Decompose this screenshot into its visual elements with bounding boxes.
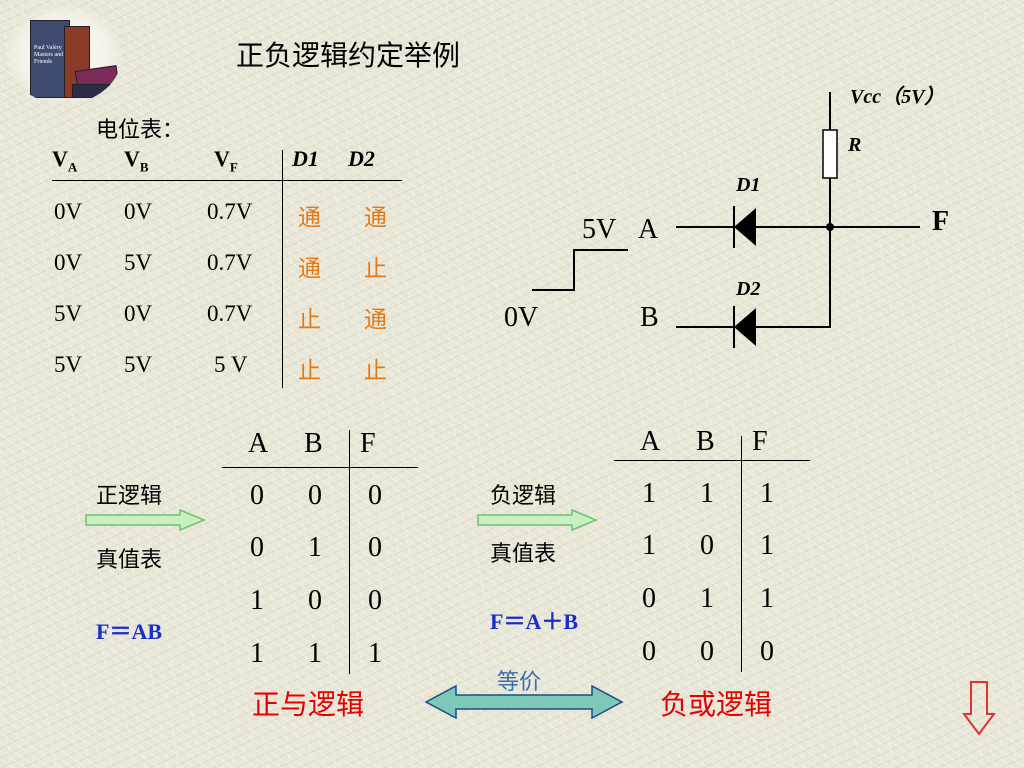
pos-cell: 0	[308, 480, 322, 511]
book-logo: Paul Valéry Masters and Friends	[6, 6, 122, 104]
diode-d1	[734, 208, 756, 246]
neg-cell: 1	[700, 583, 714, 614]
neg-header-f: F	[752, 426, 768, 457]
d2-label: D2	[736, 278, 761, 300]
pos-column-rule	[349, 430, 350, 674]
pos-cell: 1	[368, 638, 382, 669]
cell-d2-state: 通	[364, 307, 387, 333]
neg-header-a: A	[640, 426, 661, 457]
pos-cell: 0	[368, 532, 382, 563]
neg-cell: 1	[760, 583, 774, 614]
pos-cell: 1	[308, 532, 322, 563]
cell-va: 5V	[54, 352, 83, 377]
pos-cell: 1	[250, 638, 264, 669]
neg-cell: 0	[700, 530, 714, 561]
pos-cell: 1	[308, 638, 322, 669]
header-vb: VB	[124, 146, 149, 175]
positive-and-logic-result: 正与逻辑	[252, 688, 365, 721]
pos-cell: 1	[250, 585, 264, 616]
neg-cell: 1	[760, 478, 774, 509]
cell-d2-state: 通	[364, 205, 387, 231]
neg-cell: 1	[760, 530, 774, 561]
cell-vf: 0.7V	[207, 250, 253, 275]
header-vf: VF	[214, 146, 238, 175]
pos-cell: 0	[368, 480, 382, 511]
cell-vf: 0.7V	[207, 301, 253, 326]
cell-vb: 5V	[124, 250, 153, 275]
pos-header-f: F	[360, 428, 376, 459]
cell-d2-state: 止	[364, 358, 387, 384]
negative-or-logic-result: 负或逻辑	[660, 688, 773, 721]
neg-cell: 0	[642, 583, 656, 614]
junction-dot	[826, 223, 834, 231]
down-arrow-icon[interactable]	[962, 680, 996, 736]
diode-d2	[734, 308, 756, 346]
step-waveform	[532, 249, 628, 291]
right-arrow-icon	[477, 508, 598, 532]
truth-table-label: 真值表	[490, 542, 557, 567]
neg-cell: 1	[642, 478, 656, 509]
positive-logic-label: 正逻辑	[96, 484, 163, 509]
cell-va: 0V	[54, 250, 83, 275]
neg-cell: 0	[700, 636, 714, 667]
neg-cell: 0	[760, 636, 774, 667]
resistor-label: R	[848, 134, 862, 156]
cell-d1-state: 止	[298, 307, 321, 333]
cell-vb: 0V	[124, 301, 153, 326]
cell-vb: 0V	[124, 199, 153, 224]
cell-vb: 5V	[124, 352, 153, 377]
page-title: 正负逻辑约定举例	[236, 39, 461, 72]
cell-va: 5V	[54, 301, 83, 326]
neg-cell: 1	[642, 530, 656, 561]
pos-header-b: B	[304, 428, 323, 459]
input-a-label: A	[638, 214, 659, 245]
double-arrow-icon	[424, 684, 624, 720]
potential-table-caption: 电位表：	[96, 118, 185, 143]
truth-table-label: 真值表	[96, 548, 163, 573]
cell-d1-state: 止	[298, 358, 321, 384]
neg-header-b: B	[696, 426, 715, 457]
table-header-rule	[52, 180, 402, 181]
pos-header-rule	[222, 467, 418, 468]
header-d2: D2	[348, 146, 375, 171]
table-column-rule	[282, 150, 283, 388]
d1-label: D1	[736, 174, 761, 196]
positive-formula: F＝AB	[96, 619, 163, 644]
high-level-label: 5V	[582, 214, 617, 245]
equivalent-label: 等价	[497, 670, 542, 695]
pos-header-a: A	[248, 428, 269, 459]
cell-va: 0V	[54, 199, 83, 224]
right-arrow-icon	[85, 508, 206, 532]
neg-cell: 0	[642, 636, 656, 667]
cell-vf: 0.7V	[207, 199, 253, 224]
pos-cell: 0	[250, 532, 264, 563]
cell-vf: 5 V	[214, 352, 248, 377]
vcc-label: Vcc（5V）	[850, 86, 945, 108]
negative-formula: F＝A＋B	[490, 609, 579, 634]
pos-cell: 0	[308, 585, 322, 616]
low-level-label: 0V	[504, 302, 539, 333]
cell-d2-state: 止	[364, 256, 387, 282]
neg-header-rule	[614, 460, 810, 461]
input-b-label: B	[640, 302, 659, 333]
output-f-label: F	[932, 206, 950, 237]
header-va: VA	[52, 146, 78, 175]
cell-d1-state: 通	[298, 256, 321, 282]
negative-logic-label: 负逻辑	[490, 484, 557, 509]
header-d1: D1	[292, 146, 319, 171]
neg-column-rule	[741, 436, 742, 672]
pos-cell: 0	[368, 585, 382, 616]
book-title: Paul Valéry Masters and Friends	[34, 45, 64, 65]
resistor-r	[822, 129, 838, 179]
neg-cell: 1	[700, 478, 714, 509]
cell-d1-state: 通	[298, 205, 321, 231]
pos-cell: 0	[250, 480, 264, 511]
